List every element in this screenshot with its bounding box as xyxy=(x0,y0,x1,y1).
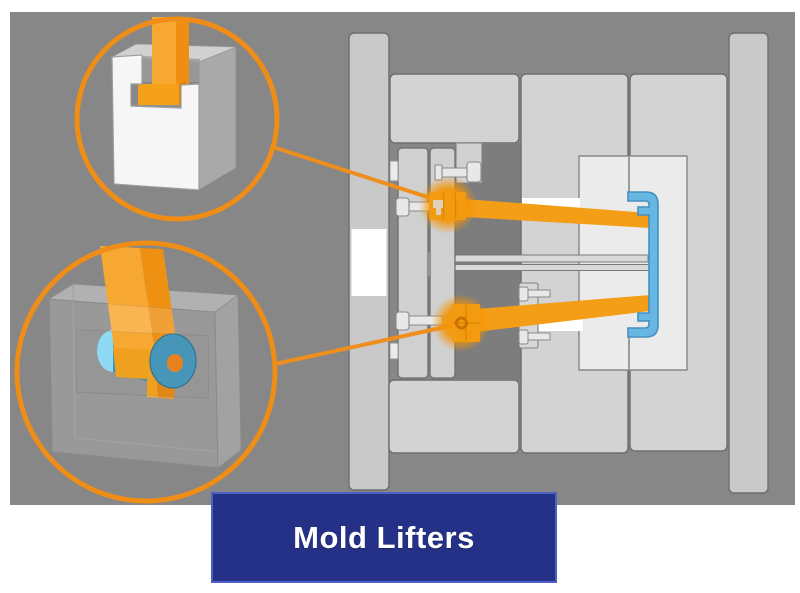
pivot-box-front-face xyxy=(48,298,219,469)
pivot-pin-center xyxy=(167,354,183,372)
molded-part xyxy=(627,191,659,338)
pivot-box-wire-bottom xyxy=(74,437,221,453)
shoulder-bolt-lower-left xyxy=(395,311,444,331)
lifter-bar-bottom xyxy=(476,295,650,332)
clamp-plate-window xyxy=(351,229,387,296)
inset-box-front-face xyxy=(111,54,200,191)
callout-inset-pivot xyxy=(47,246,242,469)
callout-inset-blade xyxy=(110,17,237,191)
spacer-block-bottom xyxy=(388,379,520,454)
lifter-blade xyxy=(152,17,176,88)
pivot-box-wire-back xyxy=(72,283,76,439)
clamp-plate-right xyxy=(728,32,769,494)
callout-line-top xyxy=(272,145,450,206)
return-rod-lower xyxy=(439,264,656,271)
title-banner: Mold Lifters xyxy=(211,492,557,583)
pivot-box-right-face xyxy=(214,294,242,469)
lifter-rod xyxy=(100,246,155,352)
pin-tab-top xyxy=(389,160,399,182)
bracket-bolt-lower xyxy=(518,329,551,345)
spacer-block-top xyxy=(389,73,520,144)
mold-cross-section xyxy=(348,32,769,494)
lifter-blade-shade xyxy=(176,17,189,84)
core-insert-block xyxy=(578,155,688,371)
return-rod-upper xyxy=(439,254,649,263)
pin-tab-bottom xyxy=(389,342,399,360)
ejector-plate-front xyxy=(397,147,429,379)
lifter-blade-foot xyxy=(138,84,179,105)
pivot-ring xyxy=(455,316,468,330)
lifter-foot-top xyxy=(429,192,466,220)
callout-line-bottom xyxy=(274,322,460,366)
lifter-bar-top xyxy=(464,199,650,228)
inset-box-right-face xyxy=(198,46,237,191)
bracket-bolt-upper xyxy=(518,286,551,302)
title-text: Mold Lifters xyxy=(293,519,475,555)
callout-circle-bottom xyxy=(14,240,278,504)
lifter-foot-bottom xyxy=(452,304,480,342)
callout-circle-top xyxy=(74,16,280,222)
lifter-rod-shade xyxy=(140,248,178,353)
